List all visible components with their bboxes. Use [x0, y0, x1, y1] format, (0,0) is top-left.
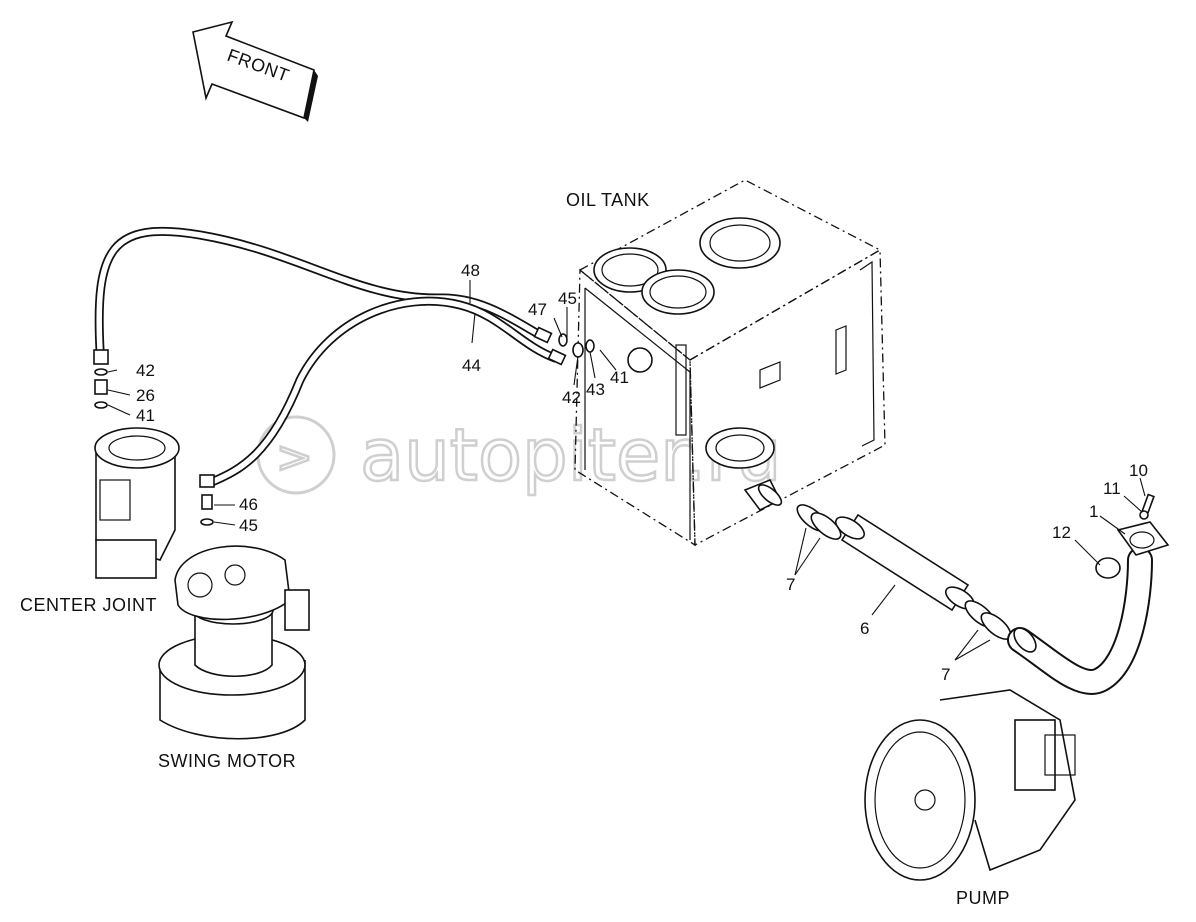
- callout-48: 48: [461, 261, 480, 280]
- callout-7-upper: 7: [786, 575, 795, 594]
- suction-pipe-1: [1007, 493, 1170, 695]
- callout-6: 6: [860, 619, 869, 638]
- callout-12: 12: [1052, 523, 1071, 542]
- hose-clamps-7: [757, 484, 1012, 640]
- center-joint: [93, 349, 180, 579]
- suction-hose-6: [834, 513, 976, 612]
- swing-motor: [158, 474, 310, 740]
- callout-41-center: 41: [136, 406, 155, 425]
- callouts: 48 44 47 45 42 43 41 42 26 41 46 45 7 6 …: [136, 261, 1148, 684]
- callout-42-tank: 42: [562, 388, 581, 407]
- pump-label: PUMP: [956, 888, 1010, 908]
- tank-fittings: [533, 326, 595, 366]
- leader-lines: [107, 280, 1146, 661]
- pump: [864, 689, 1076, 881]
- callout-45-tank: 45: [558, 289, 577, 308]
- callout-41-tank: 41: [610, 368, 629, 387]
- watermark: > autopiter.ru: [256, 412, 783, 498]
- callout-11: 11: [1103, 479, 1121, 498]
- svg-text:>: >: [276, 432, 313, 483]
- callout-26: 26: [136, 386, 155, 405]
- oil-tank: [574, 179, 886, 547]
- callout-7-lower: 7: [941, 665, 950, 684]
- oil-tank-label: OIL TANK: [566, 190, 650, 210]
- center-joint-label: CENTER JOINT: [20, 595, 157, 615]
- callout-42-center: 42: [136, 361, 155, 380]
- callout-10: 10: [1129, 461, 1148, 480]
- callout-47: 47: [528, 300, 547, 319]
- callout-45-motor: 45: [239, 516, 258, 535]
- callout-46: 46: [239, 495, 258, 514]
- swing-motor-label: SWING MOTOR: [158, 751, 296, 771]
- callout-1: 1: [1089, 502, 1098, 521]
- front-arrow: FRONT: [192, 20, 318, 122]
- hose-48: [94, 226, 545, 355]
- callout-43: 43: [586, 380, 605, 399]
- hose-44: [207, 296, 560, 487]
- callout-44: 44: [462, 356, 481, 375]
